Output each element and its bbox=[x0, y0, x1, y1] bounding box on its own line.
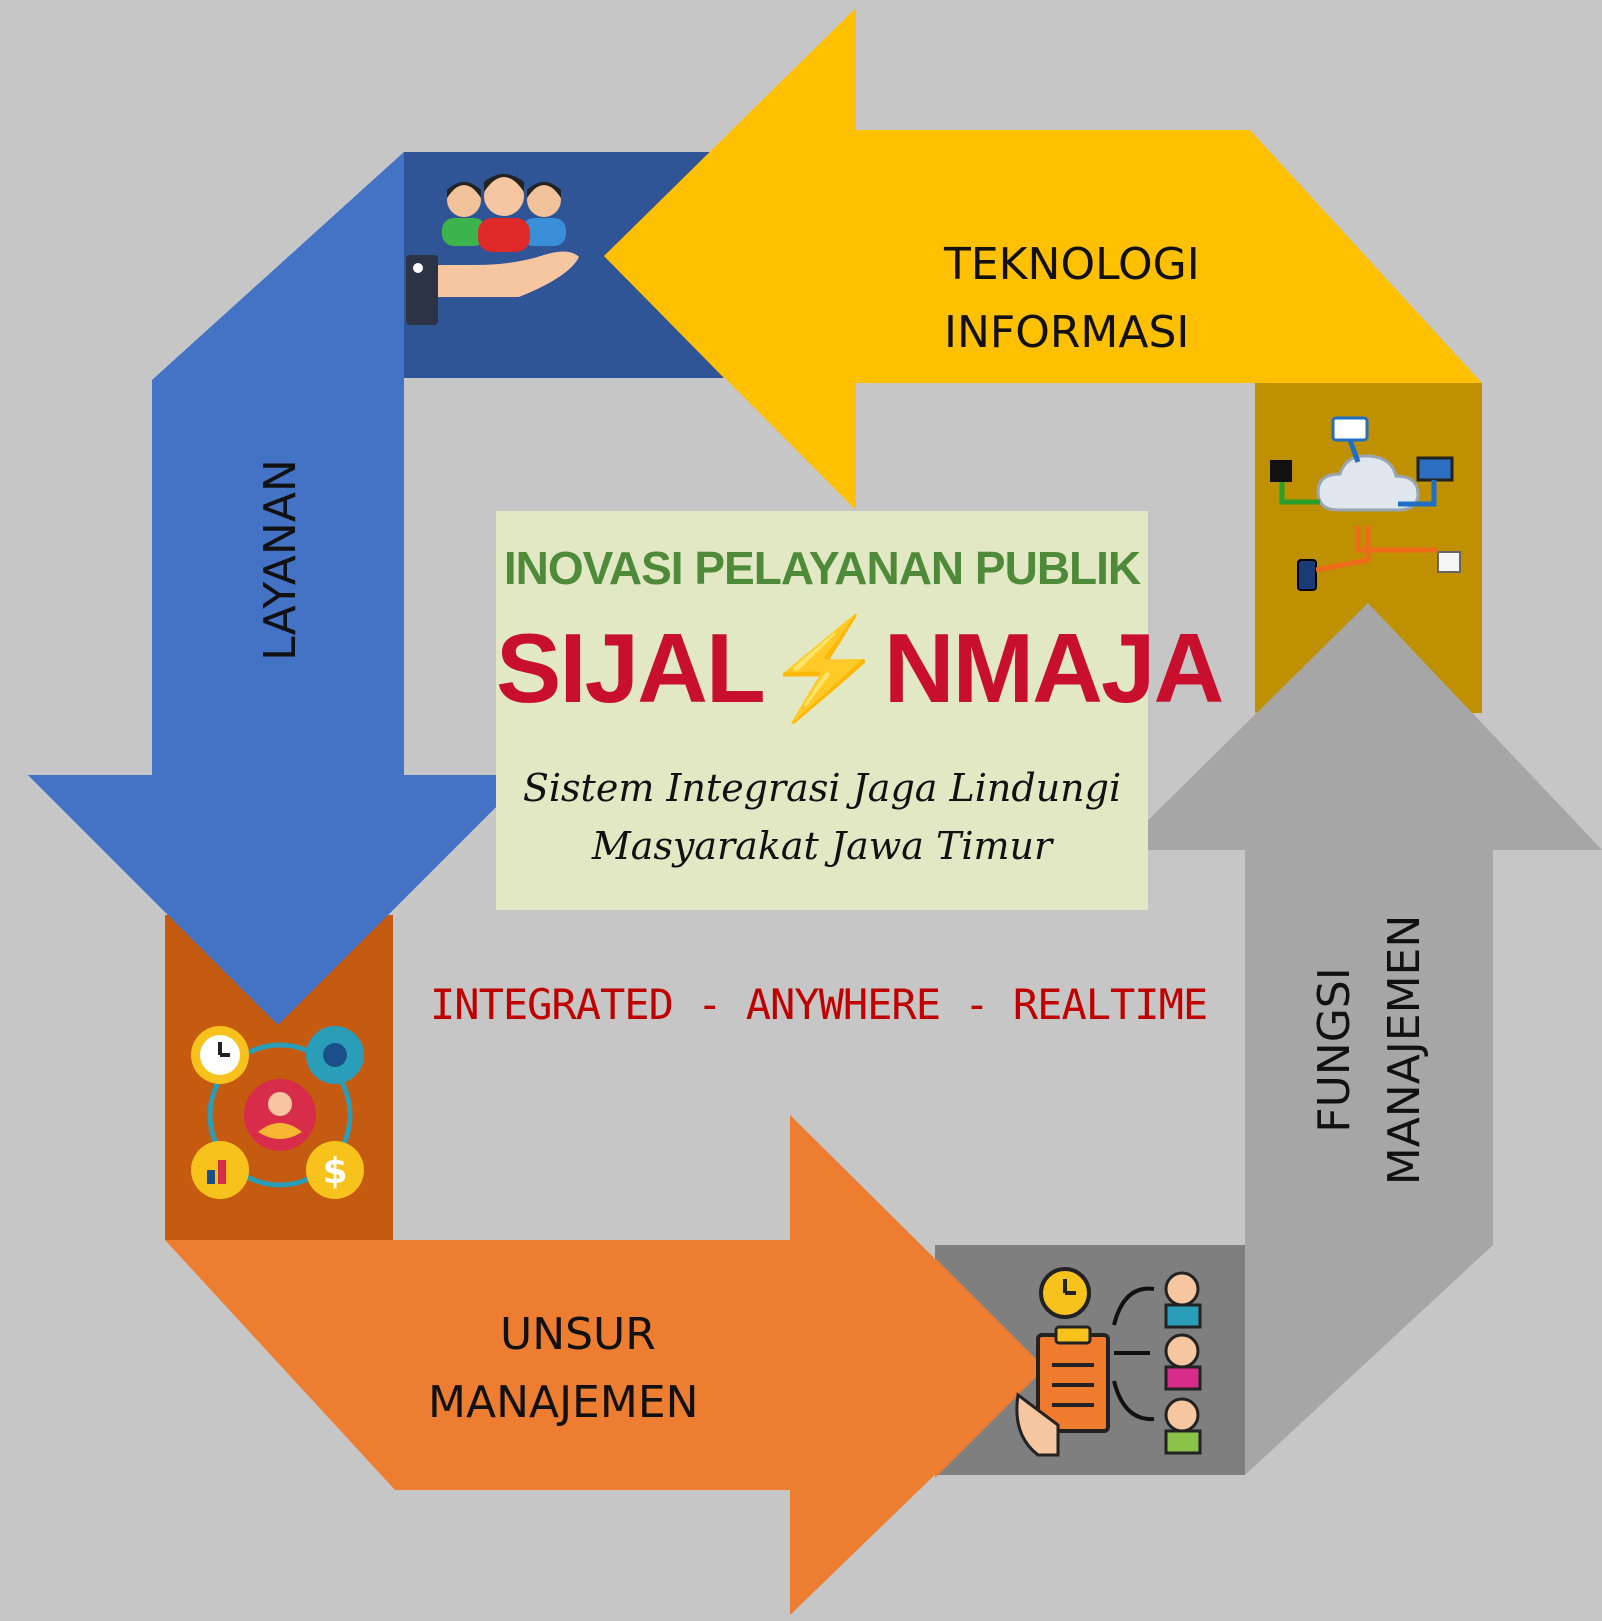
management-cycle-icon: $ bbox=[191, 1026, 364, 1199]
program-heading: INOVASI PELAYANAN PUBLIK bbox=[503, 542, 1141, 594]
unsur-arrow-tip-over-tile bbox=[935, 1258, 1045, 1478]
fungsi-arrow-head bbox=[1118, 603, 1602, 850]
teknologi-label-line2: INFORMASI bbox=[944, 307, 1190, 358]
fungsi-label-line1: FUNGSI bbox=[1309, 967, 1360, 1133]
subtitle-line1: Sistem Integrasi Jaga Lindungi bbox=[522, 766, 1122, 810]
unsur-label-line2: MANAJEMEN bbox=[428, 1377, 699, 1428]
brand-part1: SIJAL bbox=[496, 613, 766, 723]
teknologi-label-line1: TEKNOLOGI bbox=[944, 239, 1200, 290]
teknologi-arrow-head bbox=[604, 8, 856, 510]
brand-part2: NMAJA bbox=[883, 613, 1224, 723]
layanan-label: LAYANAN bbox=[255, 459, 306, 661]
subtitle-line2: Masyarakat Jawa Timur bbox=[591, 824, 1053, 868]
svg-text:$: $ bbox=[322, 1151, 347, 1192]
network-cloud-icon bbox=[1270, 416, 1461, 591]
lightning-icon: ⚡ bbox=[763, 613, 886, 723]
unsur-arrow-head bbox=[790, 1115, 1045, 1615]
brand-logo: SIJAL⚡NMAJA bbox=[496, 611, 1224, 726]
layanan-arrow-head bbox=[28, 775, 528, 1025]
tagline: INTEGRATED - ANYWHERE - REALTIME bbox=[430, 980, 1208, 1029]
fungsi-label-line2: MANAJEMEN bbox=[1379, 914, 1430, 1186]
center-title-box: INOVASI PELAYANAN PUBLIK SIJAL⚡NMAJA Sis… bbox=[496, 511, 1224, 910]
task-delegation-icon bbox=[1015, 1267, 1202, 1457]
people-service-icon bbox=[406, 174, 579, 325]
unsur-label-line1: UNSUR bbox=[500, 1309, 656, 1360]
